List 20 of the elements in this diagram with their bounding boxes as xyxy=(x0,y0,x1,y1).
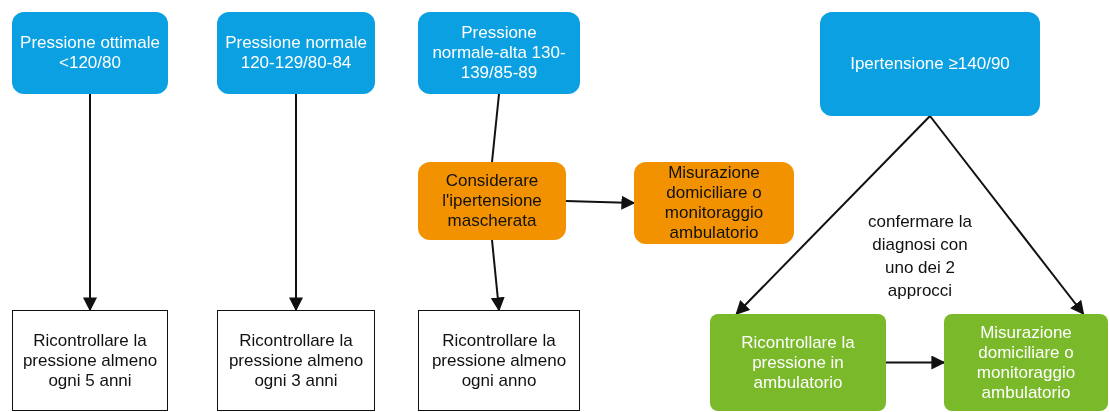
result-box: Ricontrollare la pressione almeno ogni 3 anni xyxy=(217,310,375,411)
arrow xyxy=(565,195,636,210)
arrow xyxy=(490,239,505,312)
arrow xyxy=(735,115,931,315)
arrow xyxy=(83,93,97,312)
category-box: Pressione normale-alta 130-139/85-89 xyxy=(418,12,580,94)
category-box: Pressione normale 120-129/80-84 xyxy=(217,12,375,94)
arrow xyxy=(929,115,1085,316)
result-box: Ricontrollare la pressione almeno ogni 5 anni xyxy=(12,310,168,411)
arrow xyxy=(289,93,303,312)
connector-line xyxy=(491,93,500,163)
category-box: Pressione ottimale <120/80 xyxy=(12,12,168,94)
note-text: confermare la diagnosi con uno dei 2 approcci xyxy=(868,211,972,302)
arrow xyxy=(885,355,946,370)
process-box: Misurazione domiciliare o monitoraggio ambulatorio xyxy=(634,162,794,244)
process-box: Ricontrollare la pressione in ambulatorio xyxy=(710,314,886,411)
result-box: Ricontrollare la pressione almeno ogni anno xyxy=(418,310,580,411)
category-box: Ipertensione ≥140/90 xyxy=(820,12,1040,116)
process-box: Misurazione domiciliare o monitoraggio ambulatorio xyxy=(944,314,1108,411)
process-box: Considerare l'ipertensione mascherata xyxy=(418,162,566,240)
